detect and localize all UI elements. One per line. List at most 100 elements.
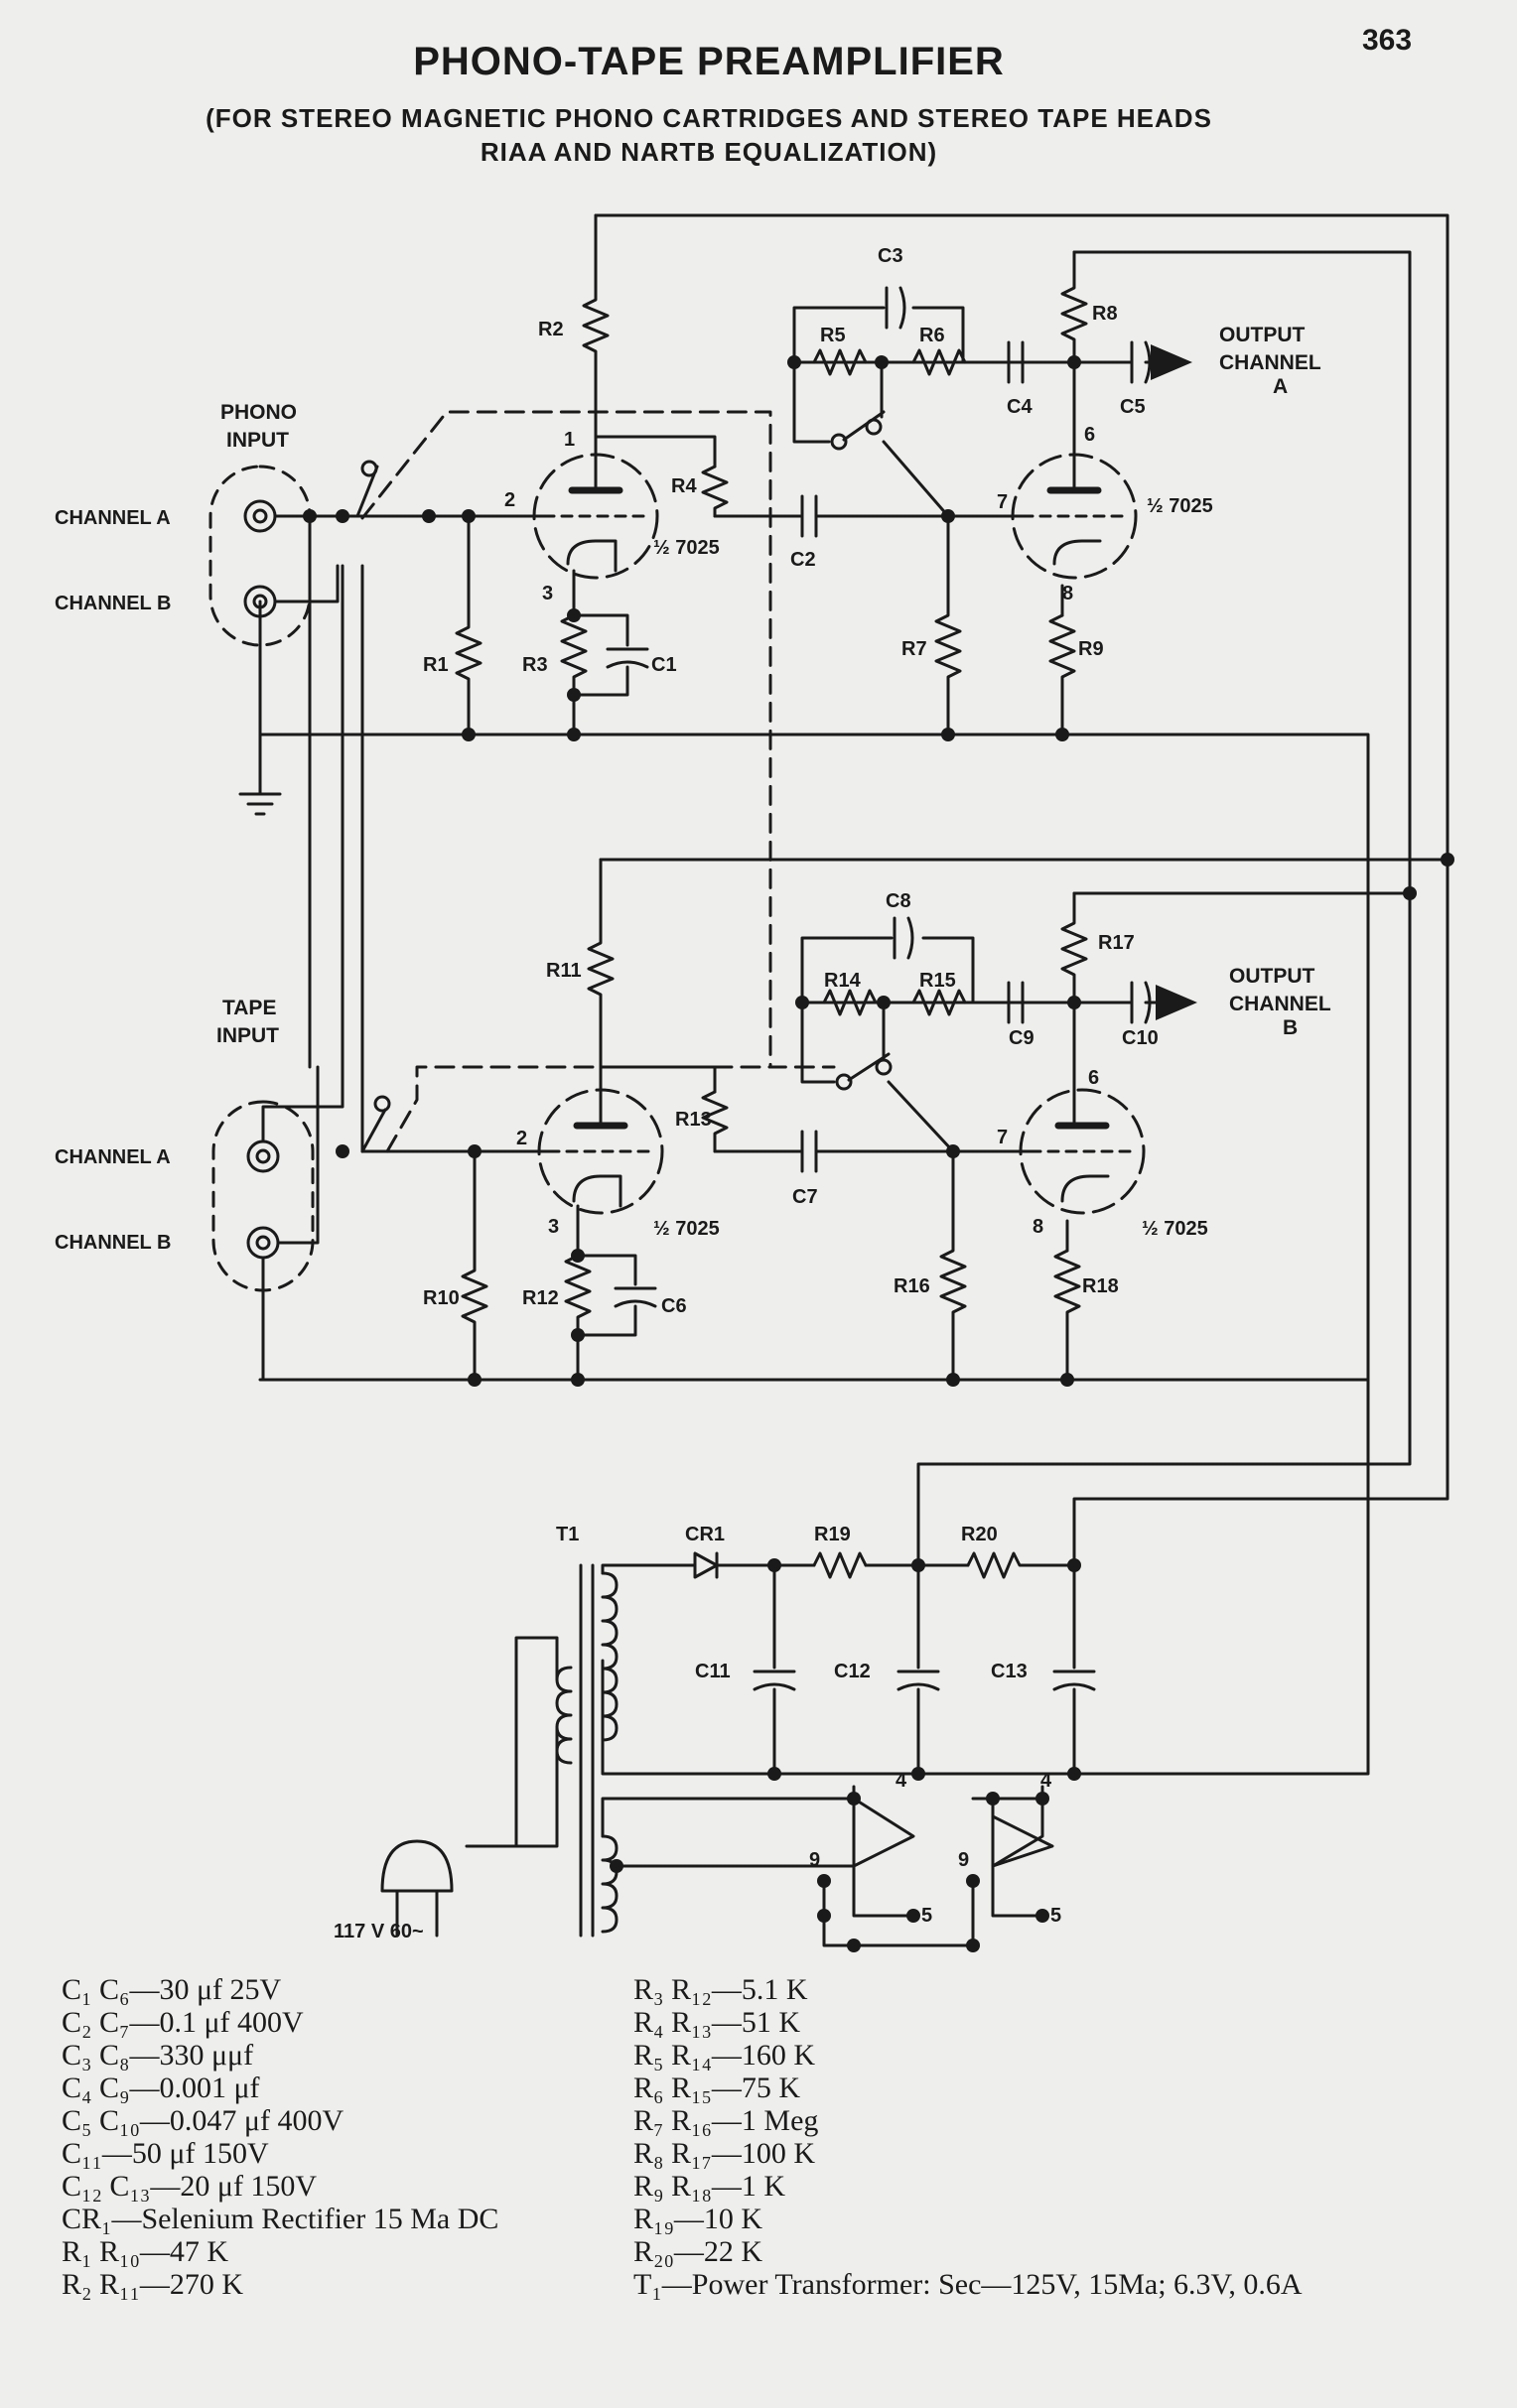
power-plug (380, 1839, 454, 1938)
label-c12: C12 (834, 1661, 871, 1682)
label-r9: R9 (1078, 638, 1104, 660)
label-r20: R20 (961, 1524, 998, 1545)
r7-resistor (934, 514, 962, 736)
pin-5-a: 5 (921, 1905, 932, 1927)
c12-capacitor (896, 1670, 940, 1691)
part-line: CR₁—Selenium Rectifier 15 Ma DC (62, 2203, 499, 2235)
subtitle-line-2: RIAA AND NARTB EQUALIZATION) (480, 137, 938, 167)
label-c9: C9 (1009, 1027, 1034, 1049)
part-line: R₂ R₁₁—270 K (62, 2268, 244, 2301)
subtitle-line-1: (FOR STEREO MAGNETIC PHONO CARTRIDGES AN… (206, 103, 1212, 133)
label-r11: R11 (546, 960, 582, 982)
label-c3: C3 (878, 245, 903, 267)
r4-resistor (701, 465, 729, 518)
pin-3-v1: 3 (542, 583, 553, 604)
tape-input-label-2: INPUT (216, 1024, 279, 1047)
label-r15: R15 (919, 970, 956, 992)
part-line: R₂₀—22 K (633, 2235, 763, 2268)
label-r13: R13 (675, 1109, 712, 1131)
part-line: C₄ C₉—0.001 μf (62, 2072, 260, 2104)
output-a-label-1: OUTPUT (1219, 324, 1306, 346)
page-title: PHONO-TAPE PREAMPLIFIER (413, 40, 1005, 83)
part-line: R₁ R₁₀—47 K (62, 2235, 229, 2268)
pin-2-v1: 2 (504, 489, 515, 511)
label-r6: R6 (919, 325, 945, 346)
pin-8-v2: 8 (1033, 1216, 1043, 1238)
schematic-diagram: PHONO INPUT CHANNEL A CHANNEL B TAPE INP… (55, 213, 1454, 1952)
part-line: R₆ R₁₅—75 K (633, 2072, 801, 2104)
page-number: 363 (1362, 24, 1413, 57)
phono-input-label-2: INPUT (226, 429, 289, 452)
pin-9-a: 9 (809, 1849, 820, 1871)
label-c2: C2 (790, 549, 816, 571)
label-c13: C13 (991, 1661, 1028, 1682)
output-a-label-2: CHANNEL (1219, 351, 1321, 374)
phono-input-label-1: PHONO (220, 401, 297, 424)
phono-channel-a-label: CHANNEL A (55, 507, 171, 529)
pin-4-a: 4 (896, 1770, 907, 1792)
tape-channel-b-label: CHANNEL B (55, 1232, 171, 1254)
part-line: C₁₁—50 μf 150V (62, 2137, 269, 2170)
label-c5: C5 (1120, 396, 1146, 418)
pin-1-v1: 1 (564, 429, 575, 451)
pin-4-b: 4 (1040, 1770, 1052, 1792)
r2-resistor (582, 213, 610, 439)
junction-dots (303, 355, 1454, 1952)
part-line: R₅ R₁₄—160 K (633, 2039, 816, 2072)
label-r19: R19 (814, 1524, 851, 1545)
label-c1: C1 (651, 654, 677, 676)
r1-resistor (455, 514, 483, 736)
r5-resistor (812, 348, 868, 376)
pin-9-b: 9 (958, 1849, 969, 1871)
r20-resistor (966, 1551, 1076, 1579)
c8-capacitor (893, 916, 914, 960)
label-r2: R2 (538, 319, 564, 340)
part-line: R₉ R₁₈—1 K (633, 2170, 786, 2203)
pin-6-v2: 6 (1088, 1067, 1099, 1089)
part-line: R₄ R₁₃—51 K (633, 2006, 801, 2039)
c1-capacitor (606, 647, 649, 669)
r18-resistor (1053, 1249, 1081, 1382)
tube-label-v2b: ½ 7025 (1142, 1218, 1208, 1240)
r13-resistor (701, 1090, 729, 1153)
label-c7: C7 (792, 1186, 818, 1208)
r19-resistor (812, 1551, 868, 1579)
pin-7-v1: 7 (997, 491, 1008, 513)
output-a-label-3: A (1273, 375, 1288, 398)
label-r3: R3 (522, 654, 548, 676)
label-t1: T1 (556, 1524, 579, 1545)
parts-list-left: C₁ C₆—30 μf 25V C₂ C₇—0.1 μf 400V C₃ C₈—… (62, 1973, 498, 2301)
r10-resistor (461, 1149, 488, 1382)
part-line: C₃ C₈—330 μμf (62, 2039, 254, 2072)
r16-resistor (939, 1149, 967, 1382)
r6-resistor (911, 348, 967, 376)
part-line: C₂ C₇—0.1 μf 400V (62, 2006, 304, 2039)
c6-capacitor (614, 1286, 657, 1308)
label-r7: R7 (901, 638, 927, 660)
c13-capacitor (1052, 1670, 1096, 1691)
part-line: R₈ R₁₇—100 K (633, 2137, 816, 2170)
label-r5: R5 (820, 325, 846, 346)
tape-channel-a-label: CHANNEL A (55, 1146, 171, 1168)
pin-8-v1: 8 (1062, 583, 1073, 604)
r15-resistor (911, 989, 967, 1016)
label-r18: R18 (1082, 1275, 1119, 1297)
label-r10: R10 (423, 1287, 460, 1309)
pin-6-v1: 6 (1084, 424, 1095, 446)
label-r16: R16 (894, 1275, 930, 1297)
tube-label-v1a: ½ 7025 (653, 537, 720, 559)
pin-7-v2: 7 (997, 1127, 1008, 1148)
output-b-label-2: CHANNEL (1229, 993, 1331, 1015)
r14-resistor (822, 989, 878, 1016)
label-r17: R17 (1098, 932, 1135, 954)
label-c10: C10 (1122, 1027, 1159, 1049)
part-line: T₁—Power Transformer: Sec—125V, 15Ma; 6.… (633, 2268, 1303, 2301)
part-line: R₃ R₁₂—5.1 K (633, 1973, 808, 2006)
phono-channel-b-label: CHANNEL B (55, 593, 171, 614)
output-b-label-3: B (1283, 1016, 1298, 1039)
part-line: R₇ R₁₆—1 Meg (633, 2104, 819, 2137)
label-c4: C4 (1007, 396, 1033, 418)
power-label: 117 V 60~ (334, 1921, 424, 1942)
r9-resistor (1048, 613, 1076, 736)
label-r14: R14 (824, 970, 862, 992)
